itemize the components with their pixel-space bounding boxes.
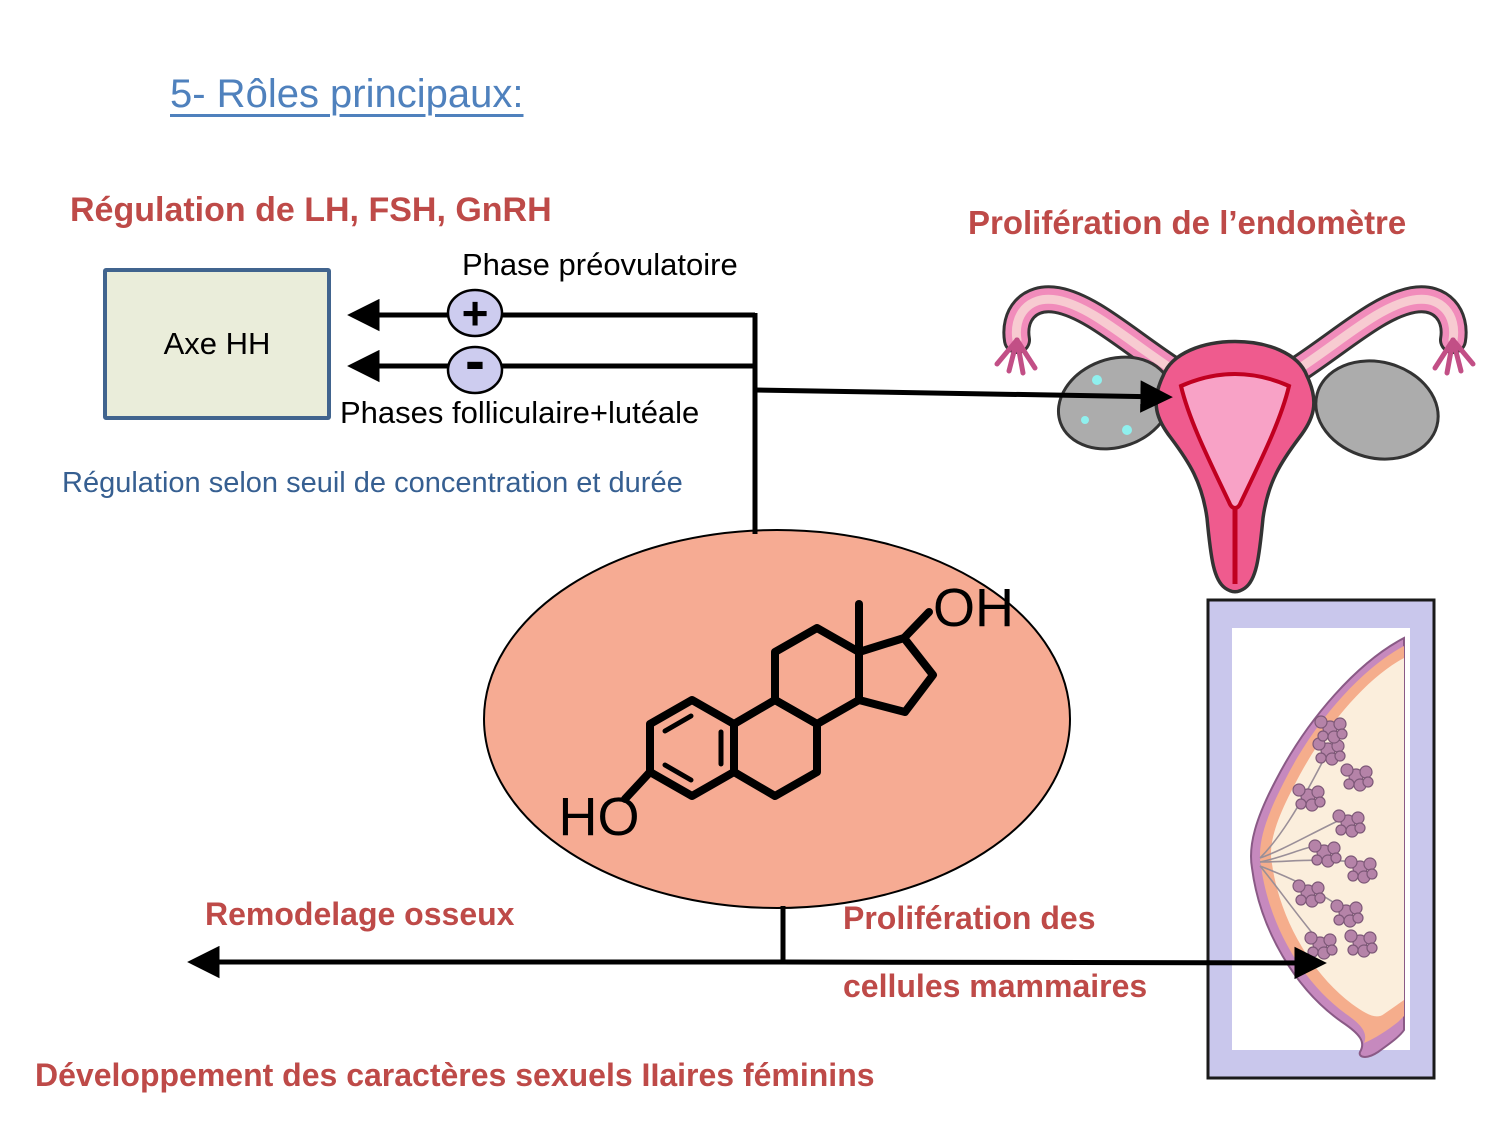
page-title: 5- Rôles principaux: (170, 72, 524, 116)
heading-developpement-caracteres: Développement des caractères sexuels IIa… (35, 1057, 875, 1093)
molecule-ellipse (483, 529, 1071, 909)
uterine-cavity (1178, 372, 1292, 510)
heading-proliferation-mammaires-line2: cellules mammaires (843, 968, 1148, 1004)
oh-label: OH (933, 578, 1014, 638)
estradiol-structure: OH HO (559, 578, 1015, 847)
ho-bond (621, 768, 654, 803)
heading-regulation-lh-fsh-gnrh: Régulation de LH, FSH, GnRH (70, 191, 552, 229)
axe-hh-box: Axe HH (103, 268, 331, 420)
ring-d (855, 634, 937, 716)
label-phase-preovulatoire: Phase préovulatoire (462, 247, 738, 282)
fimbriae-left (994, 337, 1038, 376)
fimbriae-right (1432, 337, 1476, 376)
label-phases-folliculaire-luteale: Phases folliculaire+lutéale (340, 395, 700, 430)
heading-proliferation-mammaires-line1: Prolifération des (843, 900, 1096, 936)
uterus-illustration (994, 285, 1476, 594)
oh-bond (900, 608, 933, 642)
ovary-specks (1081, 375, 1132, 435)
arrow-to-uterus (754, 380, 1173, 413)
breast-interior (1270, 658, 1404, 1017)
heading-remodelage-osseux: Remodelage osseux (205, 896, 515, 932)
breast-illustration (1206, 598, 1436, 1080)
connector-lines (187, 298, 1327, 980)
minus-badge: - (446, 327, 504, 395)
plus-badge: + (446, 287, 504, 339)
heading-proliferation-endometre: Prolifération de l’endomètre (968, 204, 1407, 241)
ovary-right (1314, 359, 1440, 461)
arrow-to-breast (780, 946, 1327, 980)
note-regulation-seuil: Régulation selon seuil de concentration … (62, 467, 683, 499)
ho-label: HO (559, 787, 640, 847)
minus-sign: - (465, 327, 485, 394)
plus-sign: + (462, 287, 489, 339)
axe-hh-label: Axe HH (163, 326, 271, 361)
